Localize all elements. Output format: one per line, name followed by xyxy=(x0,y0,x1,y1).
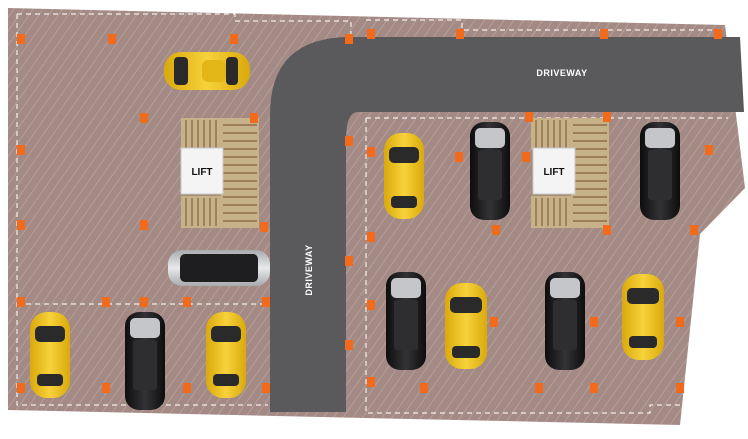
yellow-car-c xyxy=(384,133,424,219)
driveway-road xyxy=(270,37,744,412)
black-car-b xyxy=(470,122,510,220)
black-car-d xyxy=(386,272,426,370)
driveway-label-vertical: DRIVEWAY xyxy=(304,244,314,295)
lift-label-right: LIFT xyxy=(543,167,564,178)
lift-block-right: LIFT xyxy=(531,118,609,228)
lift-block-left: LIFT xyxy=(180,118,259,228)
bollards xyxy=(17,29,722,393)
yellow-car-b xyxy=(206,312,246,398)
black-car-c xyxy=(640,122,680,220)
black-car-e xyxy=(545,272,585,370)
yellow-car-a xyxy=(30,312,70,398)
yellow-car-top xyxy=(164,52,250,90)
yellow-car-d xyxy=(445,283,487,369)
silver-car-side xyxy=(168,250,270,286)
lift-icon xyxy=(532,147,576,195)
black-car-a xyxy=(125,312,165,410)
driveway-label-horizontal: DRIVEWAY xyxy=(536,68,587,78)
lift-label-left: LIFT xyxy=(191,167,212,178)
yellow-car-e xyxy=(622,274,664,360)
lift-icon xyxy=(180,147,224,195)
